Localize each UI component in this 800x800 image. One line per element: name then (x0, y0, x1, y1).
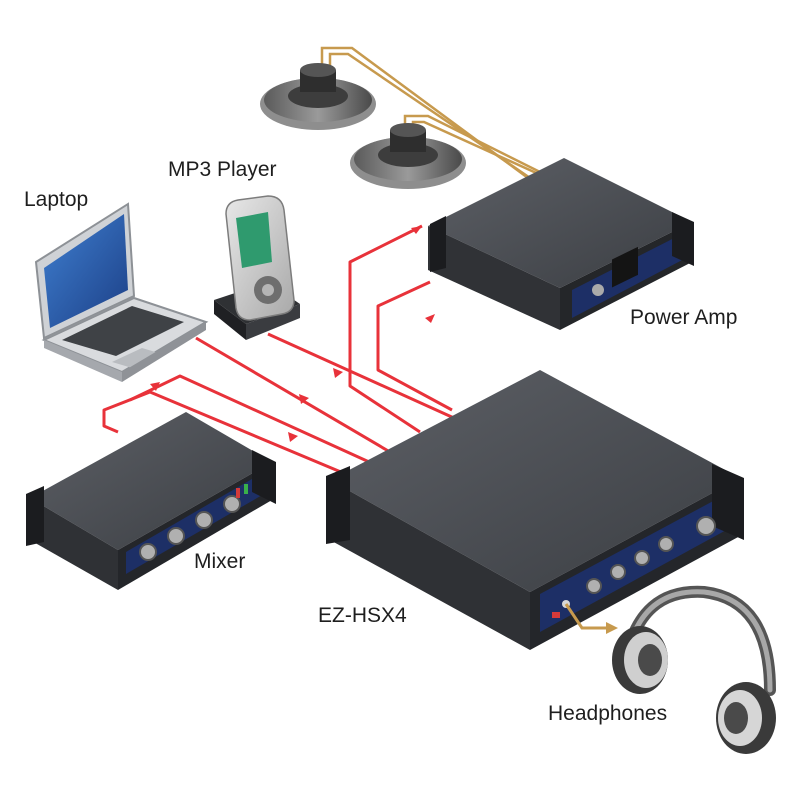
signal-arrows (150, 226, 435, 442)
mixer-device (26, 412, 276, 590)
line-ez-to-amp-a (348, 224, 423, 434)
headphones-device (612, 585, 776, 754)
mp3-player-device (214, 195, 300, 340)
line-laptop-to-ez (195, 336, 391, 454)
power-amp-device (428, 158, 694, 330)
label-mixer: Mixer (194, 550, 246, 573)
label-ez-hsx4: EZ-HSX4 (318, 604, 407, 627)
line-mixer-to-ez (102, 390, 361, 482)
headphone-cable (564, 603, 608, 630)
laptop-device (34, 202, 209, 382)
label-laptop: Laptop (24, 188, 89, 211)
line-mp3-to-ez (267, 332, 455, 420)
speaker-top (260, 63, 376, 130)
label-mp3-player: MP3 Player (168, 158, 277, 181)
label-power-amp: Power Amp (630, 306, 738, 329)
line-ez-to-amp-b (376, 280, 453, 412)
ez-hsx4-device (326, 370, 744, 650)
signal-lines (102, 224, 455, 482)
label-headphones: Headphones (548, 702, 668, 725)
speaker-bottom (350, 123, 466, 189)
